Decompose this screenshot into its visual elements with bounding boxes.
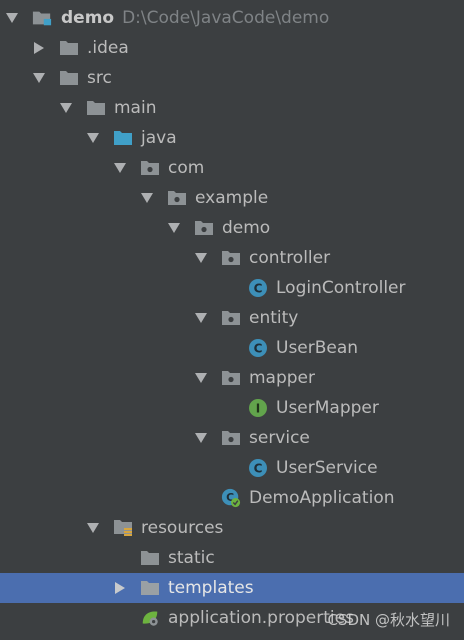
csdn-watermark: CSDN @秋水望川 bbox=[327, 611, 450, 629]
package-icon bbox=[221, 429, 241, 447]
tree-label: service bbox=[249, 428, 310, 448]
tree-label: application.properties bbox=[168, 608, 354, 628]
tree-row-static[interactable]: static bbox=[0, 543, 464, 573]
class-badge-letter: C bbox=[254, 342, 263, 356]
tree-row-user-bean[interactable]: C UserBean bbox=[0, 333, 464, 363]
tree-label: demo bbox=[222, 218, 271, 238]
expanded-arrow-icon[interactable] bbox=[85, 123, 101, 153]
java-interface-icon: I bbox=[248, 399, 268, 417]
expanded-arrow-icon[interactable] bbox=[193, 303, 209, 333]
folder-icon bbox=[140, 549, 160, 567]
expanded-arrow-icon[interactable] bbox=[193, 423, 209, 453]
tree-label: example bbox=[195, 188, 269, 208]
tree-label: static bbox=[168, 548, 215, 568]
java-class-icon: C bbox=[248, 339, 268, 357]
module-folder-icon bbox=[32, 9, 52, 27]
expanded-arrow-icon[interactable] bbox=[85, 513, 101, 543]
folder-icon bbox=[140, 579, 160, 597]
class-badge-letter: C bbox=[254, 462, 263, 476]
tree-label: com bbox=[168, 158, 205, 178]
expanded-arrow-icon[interactable] bbox=[139, 183, 155, 213]
class-badge-letter: C bbox=[226, 491, 234, 504]
tree-label: DemoApplication bbox=[249, 488, 395, 508]
tree-row-entity[interactable]: entity bbox=[0, 303, 464, 333]
tree-row-src[interactable]: src bbox=[0, 63, 464, 93]
tree-label: LoginController bbox=[276, 278, 406, 298]
tree-label: templates bbox=[168, 578, 254, 598]
tree-row-mapper[interactable]: mapper bbox=[0, 363, 464, 393]
collapsed-arrow-icon[interactable] bbox=[31, 33, 47, 63]
tree-label: java bbox=[141, 128, 177, 148]
tree-row-demo-application[interactable]: C DemoApplication bbox=[0, 483, 464, 513]
folder-icon bbox=[59, 39, 79, 57]
tree-row-templates[interactable]: templates bbox=[0, 573, 464, 603]
tree-row-application-properties[interactable]: application.properties bbox=[0, 603, 464, 633]
tree-row-user-mapper[interactable]: I UserMapper bbox=[0, 393, 464, 423]
expanded-arrow-icon[interactable] bbox=[112, 153, 128, 183]
folder-icon bbox=[59, 69, 79, 87]
class-badge-letter: C bbox=[254, 282, 263, 296]
package-icon bbox=[167, 189, 187, 207]
tree-label: UserService bbox=[276, 458, 378, 478]
tree-label: UserMapper bbox=[276, 398, 379, 418]
source-folder-icon bbox=[113, 129, 133, 147]
tree-label: entity bbox=[249, 308, 299, 328]
tree-label: .idea bbox=[87, 38, 129, 58]
resources-folder-icon bbox=[113, 519, 133, 537]
tree-label: resources bbox=[141, 518, 224, 538]
expanded-arrow-icon[interactable] bbox=[193, 363, 209, 393]
tree-row-demo-package[interactable]: demo bbox=[0, 213, 464, 243]
tree-row-main[interactable]: main bbox=[0, 93, 464, 123]
tree-row-example[interactable]: example bbox=[0, 183, 464, 213]
collapsed-arrow-icon[interactable] bbox=[112, 573, 128, 603]
expanded-arrow-icon[interactable] bbox=[31, 63, 47, 93]
package-icon bbox=[194, 219, 214, 237]
tree-label: main bbox=[114, 98, 157, 118]
java-class-icon: C bbox=[248, 459, 268, 477]
tree-row-com[interactable]: com bbox=[0, 153, 464, 183]
tree-label: src bbox=[87, 68, 112, 88]
root-path: D:\Code\JavaCode\demo bbox=[122, 8, 330, 28]
tree-row-controller[interactable]: controller bbox=[0, 243, 464, 273]
expanded-arrow-icon[interactable] bbox=[4, 3, 20, 33]
package-icon bbox=[221, 309, 241, 327]
expanded-arrow-icon[interactable] bbox=[58, 93, 74, 123]
package-icon bbox=[140, 159, 160, 177]
java-class-icon: C bbox=[248, 279, 268, 297]
tree-row-resources[interactable]: resources bbox=[0, 513, 464, 543]
tree-label: controller bbox=[249, 248, 331, 268]
expanded-arrow-icon[interactable] bbox=[166, 213, 182, 243]
spring-properties-icon bbox=[140, 609, 160, 627]
tree-row-java[interactable]: java bbox=[0, 123, 464, 153]
tree-row-user-service[interactable]: C UserService bbox=[0, 453, 464, 483]
package-icon bbox=[221, 369, 241, 387]
tree-row-idea[interactable]: .idea bbox=[0, 33, 464, 63]
spring-boot-class-icon: C bbox=[221, 488, 241, 508]
package-icon bbox=[221, 249, 241, 267]
folder-icon bbox=[86, 99, 106, 117]
interface-badge-letter: I bbox=[256, 402, 260, 416]
tree-row-service[interactable]: service bbox=[0, 423, 464, 453]
tree-label: UserBean bbox=[276, 338, 359, 358]
tree-label: mapper bbox=[249, 368, 316, 388]
tree-row-login-controller[interactable]: C LoginController bbox=[0, 273, 464, 303]
expanded-arrow-icon[interactable] bbox=[193, 243, 209, 273]
